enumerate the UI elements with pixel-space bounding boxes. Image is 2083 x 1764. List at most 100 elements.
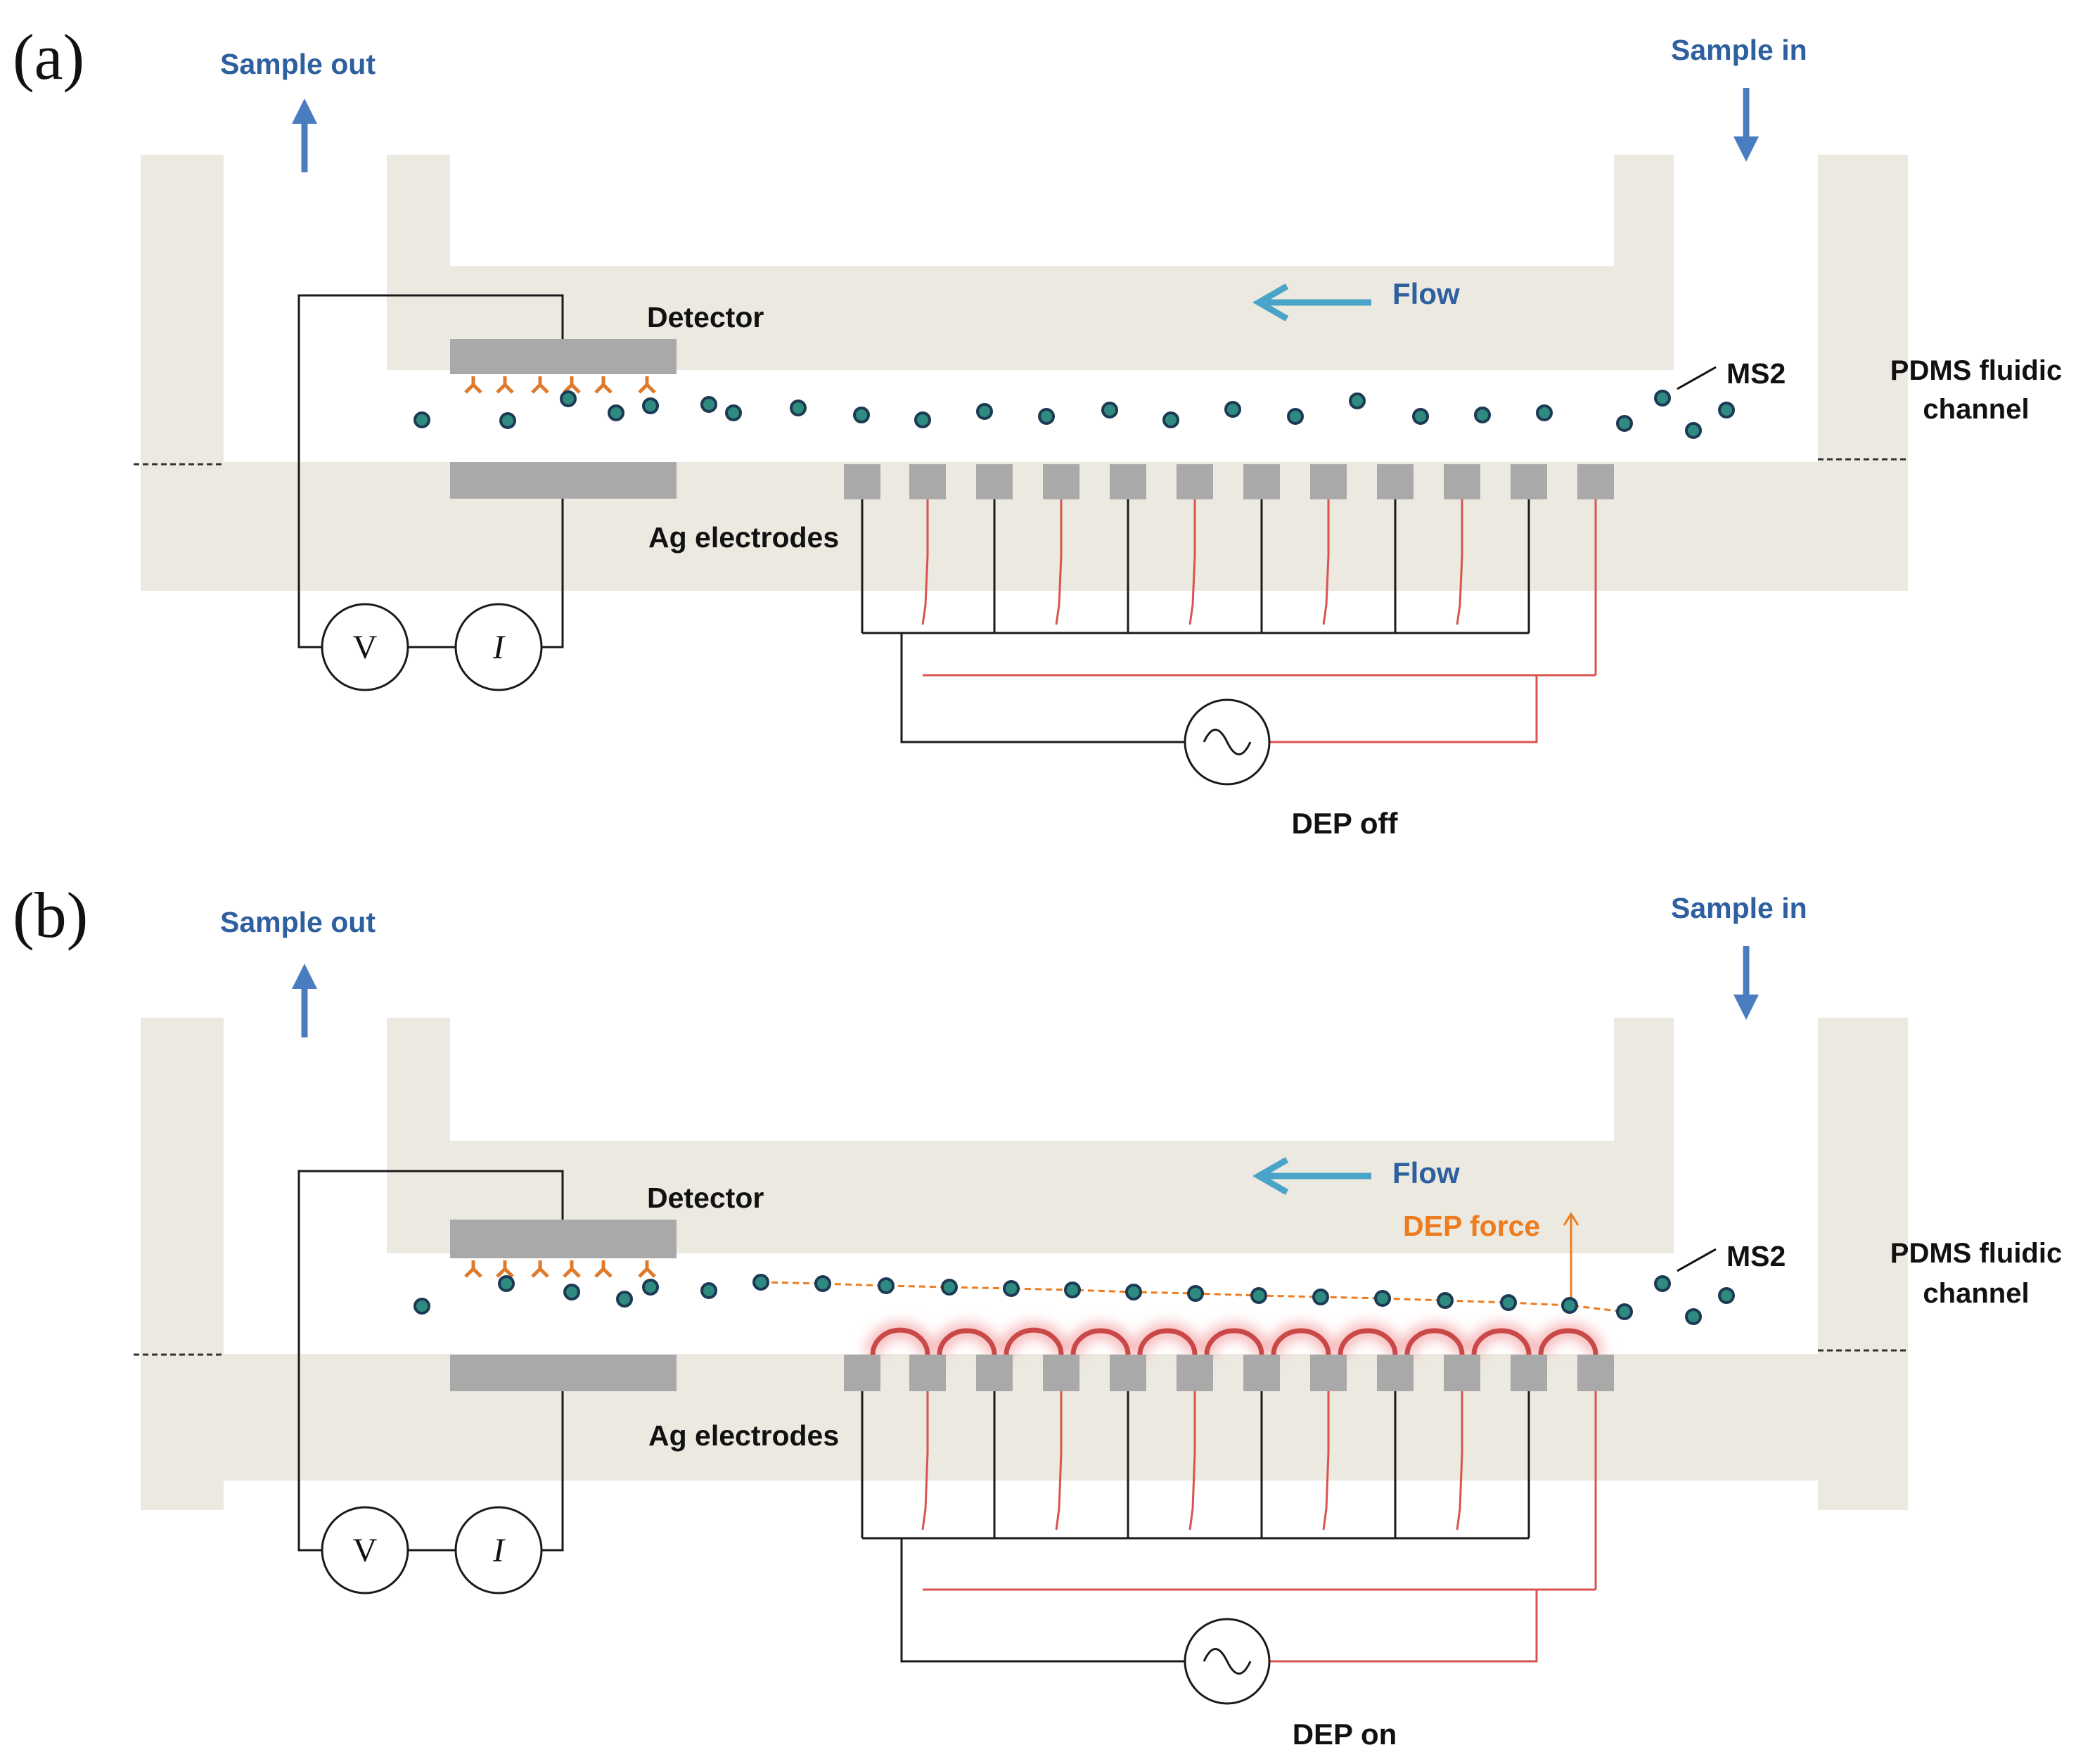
ms2-virus	[1437, 1292, 1454, 1309]
idt-electrode	[1110, 1355, 1146, 1391]
red-bus-wiring	[921, 1391, 1597, 1663]
dep-field-arc	[1070, 1328, 1131, 1355]
ms2-virus	[853, 407, 870, 423]
ms2-virus	[790, 400, 807, 416]
idt-electrode	[1243, 1355, 1280, 1391]
ms2-virus	[608, 404, 624, 421]
voltmeter-label: V	[353, 1532, 378, 1569]
idt-electrode	[1177, 1355, 1213, 1391]
ms2-virus	[1162, 411, 1179, 428]
ms2-virus	[878, 1277, 895, 1294]
ms2-virus	[1654, 390, 1671, 407]
idt-electrode	[1444, 1355, 1480, 1391]
dep-field-arc	[1004, 1327, 1064, 1355]
measurement-circuit	[297, 294, 564, 648]
ms2-leader	[1677, 1248, 1717, 1272]
ms2-virus	[1349, 392, 1366, 409]
idt-electrode	[1577, 1355, 1614, 1391]
detector-top-electrode	[450, 339, 677, 374]
ms2-virus	[560, 390, 577, 407]
idt-electrode	[1310, 1355, 1347, 1391]
idt-electrode	[1511, 464, 1547, 499]
ms2-virus	[1718, 402, 1735, 418]
ms2-virus	[1685, 422, 1702, 439]
sample-in-label: Sample in	[1671, 892, 1807, 924]
dep-force-label: DEP force	[1403, 1210, 1540, 1242]
pdms-label-line1: PDMS fluidic	[1890, 1238, 2062, 1269]
ms2-virus	[725, 404, 742, 421]
ms2-virus	[1038, 408, 1055, 425]
ms2-virus	[1654, 1275, 1671, 1292]
pdms-label-line2: channel	[1923, 394, 2029, 425]
ms2-virus	[941, 1279, 958, 1296]
ms2-virus	[563, 1284, 580, 1300]
ms2-virus	[1536, 404, 1553, 421]
idt-electrode-array	[844, 464, 1614, 499]
ms2-label: MS2	[1726, 357, 1786, 390]
pdms-inlet-wall-right	[1614, 155, 1674, 267]
idt-electrode	[909, 464, 946, 499]
ms2-virus	[1125, 1284, 1142, 1300]
panel-a: (a) Sample out Sample in Flow Detector	[13, 21, 2062, 840]
ms2-virus	[1500, 1294, 1517, 1311]
pdms-right-wall	[1818, 155, 1908, 464]
idt-electrode	[1377, 464, 1414, 499]
ms2-virus	[1685, 1308, 1702, 1325]
ms2-virus	[914, 411, 931, 428]
idt-electrode	[1243, 464, 1280, 499]
ms2-virus	[1224, 401, 1241, 418]
idt-electrode	[1110, 464, 1146, 499]
ag-electrodes-label: Ag electrodes	[648, 1419, 839, 1452]
dep-field-glow	[865, 1322, 1603, 1355]
pdms-inlet-wall-left	[387, 155, 450, 267]
measurement-circuit	[297, 1170, 564, 1552]
inner-channel-right	[1674, 1018, 1818, 1354]
ms2-virus	[1312, 1289, 1329, 1305]
detector-label: Detector	[647, 301, 764, 333]
ac-sine-icon	[1203, 729, 1252, 755]
sample-in-label: Sample in	[1671, 34, 1807, 66]
ac-sine-icon	[1203, 1648, 1252, 1675]
ms2-virus-particles	[414, 1274, 1735, 1325]
pdms-substrate	[141, 462, 1908, 591]
ms2-virus	[642, 1279, 659, 1296]
inner-channel-left	[224, 1018, 387, 1354]
sample-out-label: Sample out	[220, 48, 376, 80]
panel-label: (a)	[13, 21, 84, 93]
panel-label: (b)	[13, 879, 88, 951]
red-bus-wiring	[921, 499, 1597, 743]
idt-electrode	[976, 1355, 1013, 1391]
voltmeter-symbol	[321, 603, 409, 691]
flow-arrow	[1252, 283, 1371, 321]
idt-electrode	[1577, 464, 1614, 499]
ammeter-symbol	[454, 1506, 543, 1594]
idt-electrode	[1377, 1355, 1414, 1391]
ms2-leader	[1677, 366, 1717, 390]
dep-field-arc	[937, 1328, 997, 1355]
detector-label: Detector	[647, 1182, 764, 1214]
panel-b: (b) Sample out Sample in Flow Detector	[13, 879, 2062, 1751]
ms2-virus	[1374, 1290, 1391, 1307]
dep-field-arc	[870, 1327, 930, 1355]
detector-bottom-electrode	[450, 1355, 677, 1391]
dep-field-arc	[1338, 1328, 1398, 1355]
dep-state-label: DEP on	[1293, 1718, 1397, 1751]
ms2-virus	[1474, 407, 1491, 423]
ms2-virus	[700, 1282, 717, 1299]
dep-field-arc	[1538, 1328, 1598, 1355]
voltmeter-label: V	[353, 629, 378, 666]
voltmeter-symbol	[321, 1506, 409, 1594]
ms2-virus	[498, 1275, 515, 1292]
idt-electrode	[1043, 464, 1079, 499]
ms2-virus	[414, 411, 430, 428]
pdms-left-wall	[141, 155, 224, 464]
dep-field-arc	[1471, 1328, 1532, 1355]
ms2-label: MS2	[1726, 1240, 1786, 1272]
detector-bottom-electrode	[450, 462, 677, 499]
idt-electrode	[844, 464, 880, 499]
dep-field-arc	[1271, 1328, 1331, 1355]
idt-electrode	[1177, 464, 1213, 499]
detector-top-electrode	[450, 1220, 677, 1258]
idt-electrode	[909, 1355, 946, 1391]
